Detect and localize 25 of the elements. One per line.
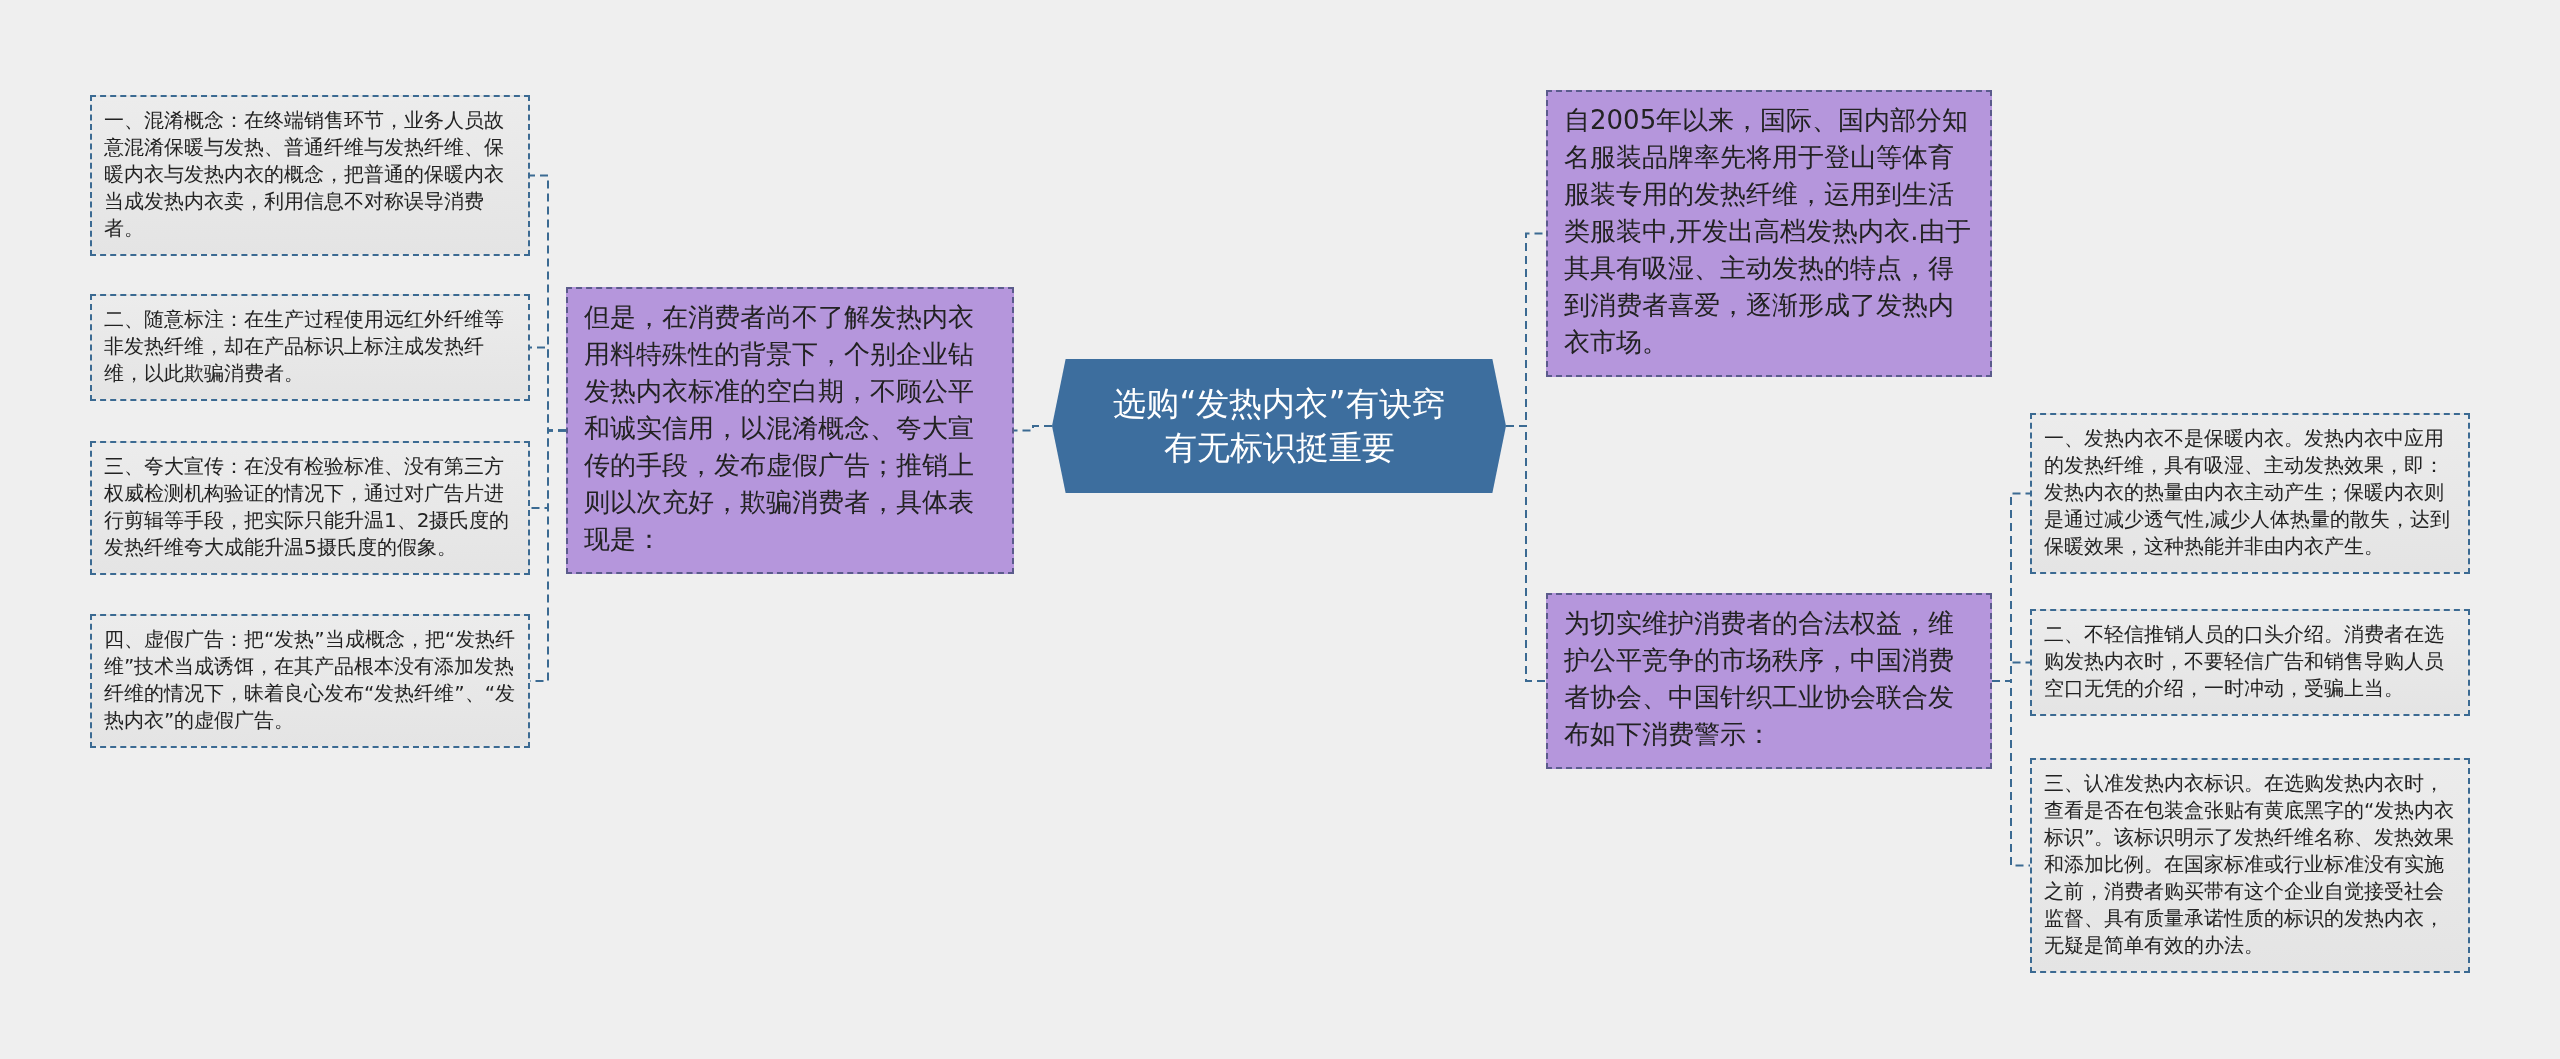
branch-box bbox=[1546, 90, 1992, 377]
detail-box bbox=[2030, 758, 2470, 973]
detail-box bbox=[2030, 609, 2470, 716]
node-text: 一、混淆概念：在终端销售环节，业务人员故意混淆保暖与发热、普通纤维与发热纤维、保暖内衣与发热内衣的概念，把普通的保暖内衣当成发热内衣卖，利用信息不对称误导消费者。 bbox=[104, 107, 505, 242]
node-text: 自2005年以来，国际、国内部分知名服装品牌率先将用于登山等体育服装专用的发热纤维，运用到生活类服装中,开发出高档发热内衣.由于其具有吸湿、主动发热的特点，得到消费者喜爱，逐渐形成了发热内衣市场。 bbox=[1564, 104, 1972, 359]
node-text: 四、虚假广告：把“发热”当成概念，把“发热纤维”技术当成诱饵，在其产品根本没有添加发热纤维的情况下，昧着良心发布“发热纤维”、“发热内衣”的虚假广告。 bbox=[104, 626, 516, 734]
detail-box bbox=[90, 441, 530, 575]
detail-box bbox=[90, 294, 530, 401]
topic-hexagon bbox=[1052, 359, 1506, 493]
node-text: 三、认准发热内衣标识。在选购发热内衣时，查看是否在包装盒张贴有黄底黑字的“发热内衣标识”。该标识明示了发热纤维名称、发热效果和添加比例。在国家标准或行业标准没有实施之前，消费者购买带有这个企业自觉接受社会监督、具有质量承诺性质的标识的发热内衣，无疑是简单有效的办法。 bbox=[2044, 770, 2456, 959]
detail-box bbox=[90, 95, 530, 256]
branch-box bbox=[566, 287, 1014, 574]
node-text: 二、不轻信推销人员的口头介绍。消费者在选购发热内衣时，不要轻信广告和销售导购人员空口无凭的介绍，一时冲动，受骗上当。 bbox=[2044, 621, 2445, 702]
connector-line bbox=[1991, 680, 2031, 867]
detail-box bbox=[2030, 413, 2470, 574]
connector-line bbox=[1505, 425, 1547, 682]
detail-box bbox=[90, 614, 530, 748]
connector-line bbox=[1013, 425, 1053, 432]
node-text: 为切实维护消费者的合法权益，维护公平竞争的市场秩序，中国消费者协会、中国针织工业协会联合发布如下消费警示： bbox=[1564, 607, 1955, 751]
node-text: 一、发热内衣不是保暖内衣。发热内衣中应用的发热纤维，具有吸湿、主动发热效果，即：发热内衣的热量由内衣主动产生；保暖内衣则是通过减少透气性,减少人体热量的散失，达到保暖效果，这种热能并非由内衣产生。 bbox=[2044, 425, 2452, 560]
node-text: 三、夸大宣传：在没有检验标准、没有第三方权威检测机构验证的情况下，通过对广告片进行剪辑等手段，把实际只能升温1、2摄氏度的发热纤维夸大成能升温5摄氏度的假象。 bbox=[104, 453, 511, 561]
node-text: 但是，在消费者尚不了解发热内衣用料特殊性的背景下，个别企业钻发热内衣标准的空白期，不顾公平和诚实信用，以混淆概念、夸大宣传的手段，发布虚假广告；推销上则以次充好，欺骗消费者，具体表现是： bbox=[584, 301, 975, 556]
node-text: 二、随意标注：在生产过程使用远红外纤维等非发热纤维，却在产品标识上标注成发热纤维，以此欺骗消费者。 bbox=[104, 306, 505, 387]
node-text: 选购“发热内衣”有诀窍有无标识挺重要 bbox=[1112, 383, 1446, 469]
branch-box bbox=[1546, 593, 1992, 769]
